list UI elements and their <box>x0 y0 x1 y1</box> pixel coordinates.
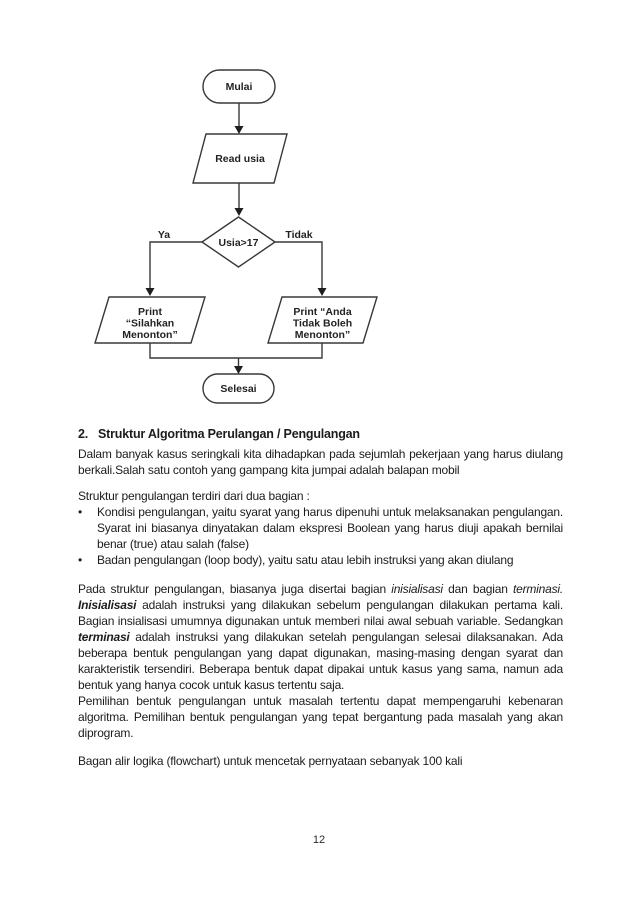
start-node-label: Mulai <box>226 81 253 93</box>
merge-connector <box>149 343 323 359</box>
arrowhead-icon <box>317 288 327 296</box>
yes-branch-label: Ya <box>158 229 170 241</box>
list-item-text: Badan pengulangan (loop body), yaitu sat… <box>97 553 514 567</box>
text-run-bold-italic: Inisialisasi <box>78 598 137 612</box>
read-node-label: Read usia <box>215 153 265 165</box>
arrowhead-icon <box>234 208 244 216</box>
print-allowed-label-line2: “Silahkan <box>126 318 174 330</box>
body-text-column: 2. Struktur Algoritma Perulangan / Pengul… <box>78 426 563 769</box>
text-run-bold-italic: terminasi <box>78 630 130 644</box>
text-run: adalah instruksi yang dilakukan setelah … <box>78 630 563 692</box>
list-item: • Badan pengulangan (loop body), yaitu s… <box>78 552 563 568</box>
page-number: 12 <box>312 834 326 846</box>
list-intro: Struktur pengulangan terdiri dari dua ba… <box>78 489 310 503</box>
print-allowed-label-line3: Menonton” <box>122 329 177 341</box>
print-denied-label-line3: Menonton” <box>295 329 350 341</box>
section-number: 2. <box>78 427 89 441</box>
text-run: adalah instruksi yang dilakukan sebelum … <box>78 598 563 628</box>
start-terminator-shape <box>202 69 276 104</box>
yes-branch-connector <box>149 241 202 289</box>
arrowhead-icon <box>234 126 244 134</box>
bullet-icon: • <box>78 553 83 567</box>
print-denied-label-line1: Print “Anda <box>293 306 351 318</box>
end-terminator-shape <box>202 373 275 404</box>
section-title: Struktur Algoritma Perulangan / Pengulan… <box>98 427 360 441</box>
decision-diamond-shape <box>200 216 277 268</box>
list-item: • Kondisi pengulangan, yaitu syarat yang… <box>78 504 563 552</box>
print-denied-shape <box>267 296 378 344</box>
no-branch-connector <box>275 241 323 289</box>
print-allowed-label-line1: Print <box>138 306 162 318</box>
print-allowed-shape <box>94 296 206 344</box>
flowchart-diagram: Mulai Read usia Usia>17 Ya Tidak Print “… <box>80 60 400 410</box>
paragraph-flowchart-caption: Bagan alir logika (flowchart) untuk menc… <box>78 754 463 768</box>
print-denied-label-line2: Tidak Boleh <box>293 318 352 330</box>
bullet-icon: • <box>78 505 83 519</box>
read-input-shape <box>192 133 288 184</box>
decision-node-label: Usia>17 <box>219 237 259 249</box>
section-heading: 2. Struktur Algoritma Perulangan / Pengul… <box>78 426 563 442</box>
no-branch-label: Tidak <box>285 229 312 241</box>
text-run-italic: terminasi. <box>512 582 563 596</box>
text-run: Pada struktur pengulangan, biasanya juga… <box>78 582 392 596</box>
list-item-text: Kondisi pengulangan, yaitu syarat yang h… <box>97 505 563 551</box>
flowchart-svg: Mulai Read usia Usia>17 Ya Tidak Print “… <box>94 69 378 404</box>
text-run: dan bagian <box>442 582 513 596</box>
paragraph-initialization-termination: Pada struktur pengulangan, biasanya juga… <box>78 581 563 693</box>
arrowhead-icon <box>145 288 155 296</box>
end-node-label: Selesai <box>220 383 256 395</box>
text-run-italic: inisialisasi <box>391 582 443 596</box>
paragraph-selection: Pemilihan bentuk pengulangan untuk masal… <box>78 694 563 740</box>
paragraph-intro: Dalam banyak kasus seringkali kita dihad… <box>78 447 563 477</box>
arrowhead-icon <box>234 366 243 374</box>
